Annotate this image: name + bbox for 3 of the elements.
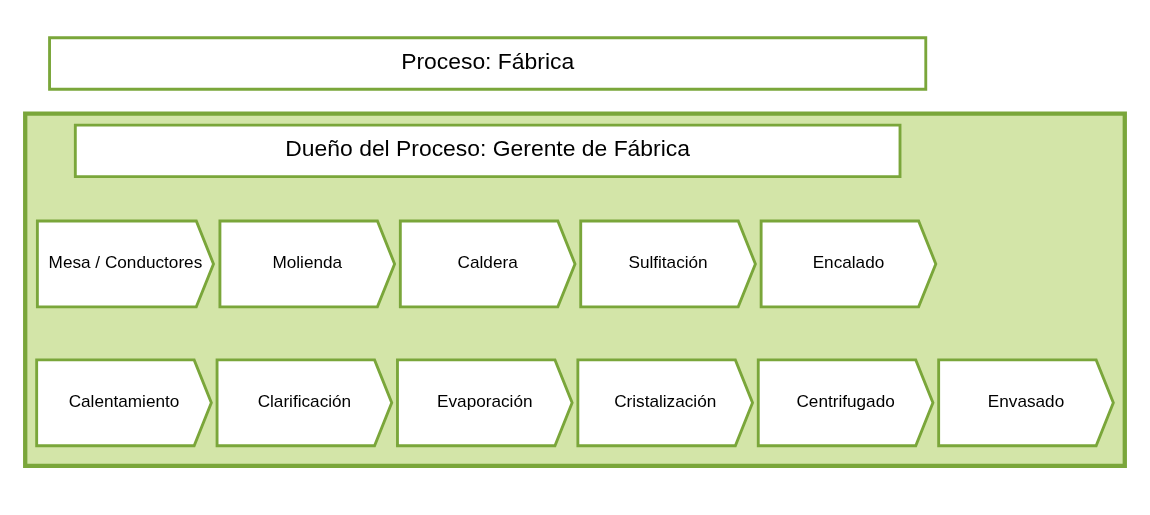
node-box: Dueño del Proceso: Gerente de Fábrica xyxy=(73,123,902,179)
cluster xyxy=(23,111,1127,468)
node-box: Proceso: Fábrica xyxy=(48,36,928,91)
